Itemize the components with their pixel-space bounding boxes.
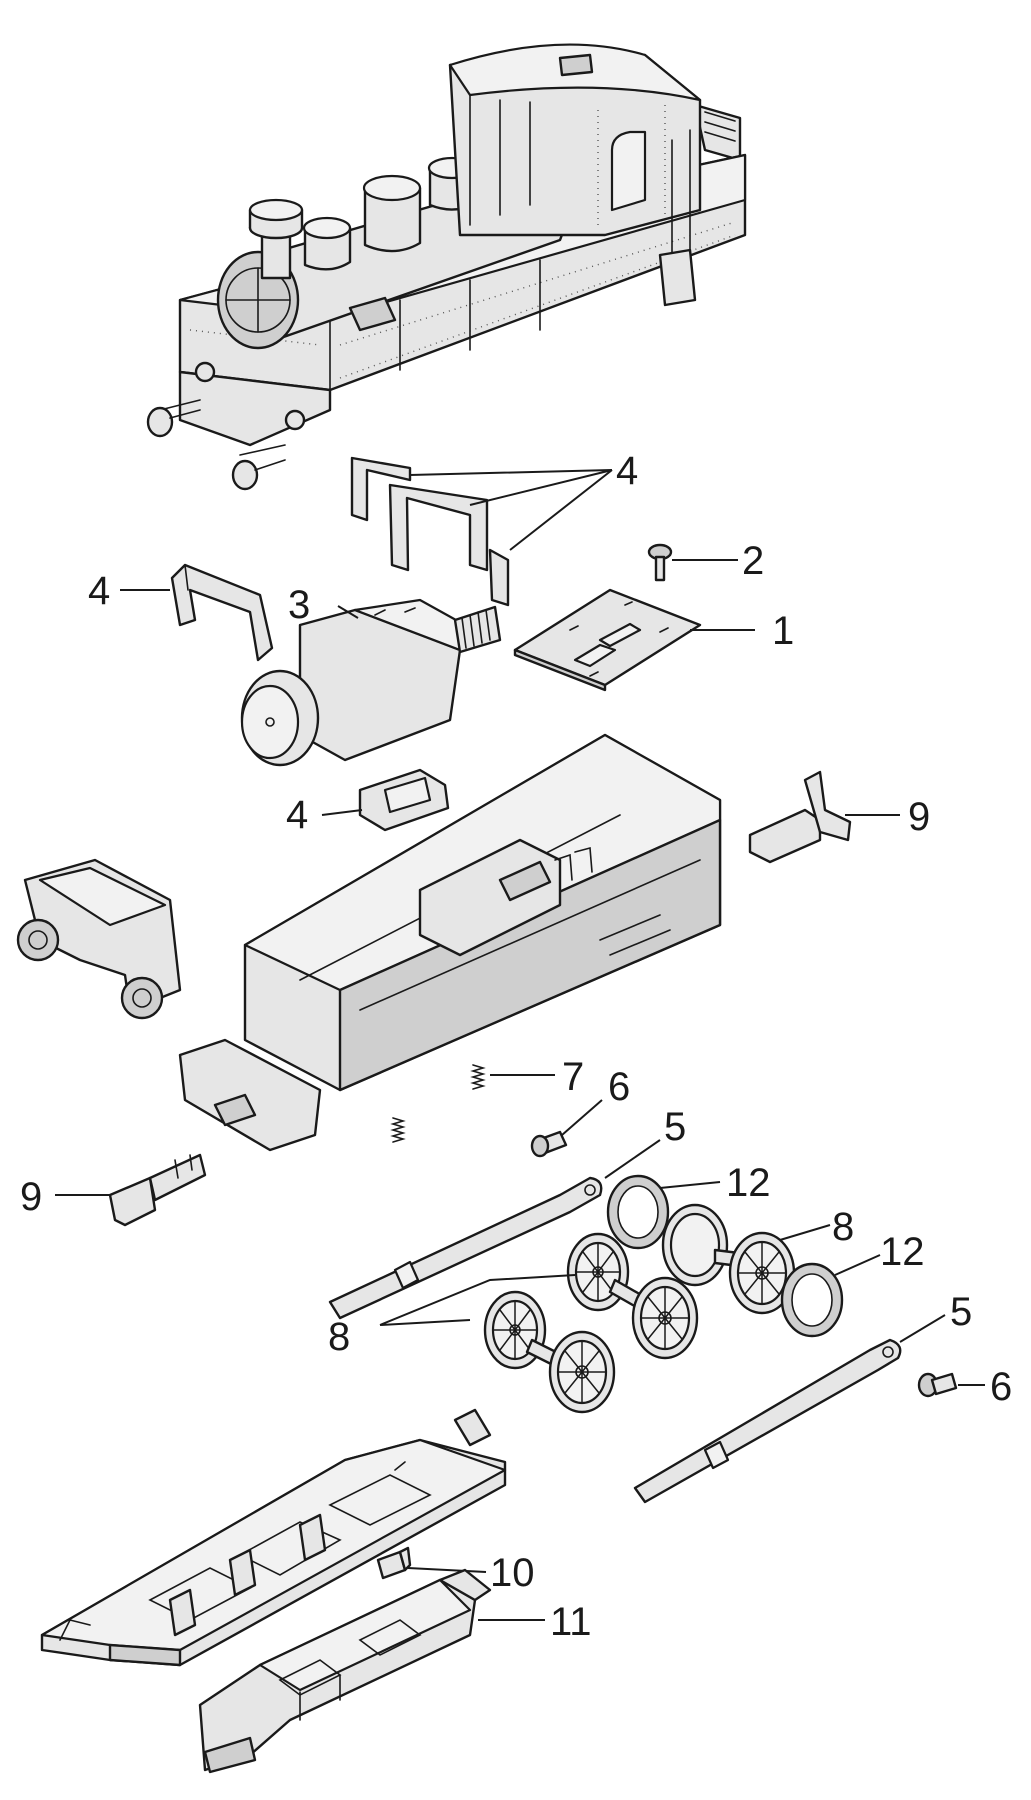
callout-8-left: 8 xyxy=(328,1315,350,1359)
callout-9-left: 9 xyxy=(20,1175,42,1219)
circuit-board-part-1 xyxy=(513,588,702,692)
callout-10: 10 xyxy=(490,1551,535,1595)
callout-11: 11 xyxy=(550,1600,592,1644)
callout-1: 1 xyxy=(772,609,794,653)
coupler-left-part-9 xyxy=(108,1153,207,1227)
coupler-right-part-9 xyxy=(748,770,852,864)
motor-clip-left xyxy=(170,563,274,662)
screw-part-2 xyxy=(647,543,673,582)
callout-12-top: 12 xyxy=(726,1161,771,1205)
callout-4-left: 4 xyxy=(88,569,110,613)
callout-6-top: 6 xyxy=(608,1065,630,1109)
traction-tyre-top-part-12 xyxy=(606,1174,670,1250)
connecting-rod-bottom-part-5 xyxy=(633,1338,902,1504)
wheelset-front-part-8 xyxy=(483,1290,616,1414)
screw-part-6-right xyxy=(917,1372,958,1398)
motor-clip-middle xyxy=(358,768,450,832)
traction-tyre-right-part-12 xyxy=(780,1262,844,1338)
callout-7: 7 xyxy=(562,1055,584,1099)
callout-4-top: 4 xyxy=(616,449,638,493)
callout-12-right: 12 xyxy=(880,1230,925,1274)
callout-9-right: 9 xyxy=(908,795,930,839)
springs-part-7 xyxy=(390,1064,486,1143)
callout-3: 3 xyxy=(288,583,310,627)
bottom-baseplate xyxy=(40,1408,507,1667)
motor-part-3 xyxy=(240,598,502,767)
callout-6-right: 6 xyxy=(990,1365,1012,1409)
callout-4-middle: 4 xyxy=(286,793,308,837)
front-pony-truck xyxy=(16,858,182,1020)
wheelset-middle-part-8 xyxy=(566,1232,699,1360)
rear-truck-part-11 xyxy=(198,1568,492,1774)
locomotive-body xyxy=(146,43,747,491)
callout-5-top: 5 xyxy=(664,1105,686,1149)
screw-part-6-top xyxy=(530,1130,568,1158)
callout-5-right: 5 xyxy=(950,1290,972,1334)
callout-8-right: 8 xyxy=(832,1205,854,1249)
motor-clip-top xyxy=(350,456,510,607)
chassis-frame xyxy=(178,733,722,1152)
wheelset-rear-part-8 xyxy=(661,1203,796,1315)
connecting-rod-top-part-5 xyxy=(328,1176,603,1320)
clip-part-10 xyxy=(376,1546,412,1580)
callout-2: 2 xyxy=(742,539,764,583)
